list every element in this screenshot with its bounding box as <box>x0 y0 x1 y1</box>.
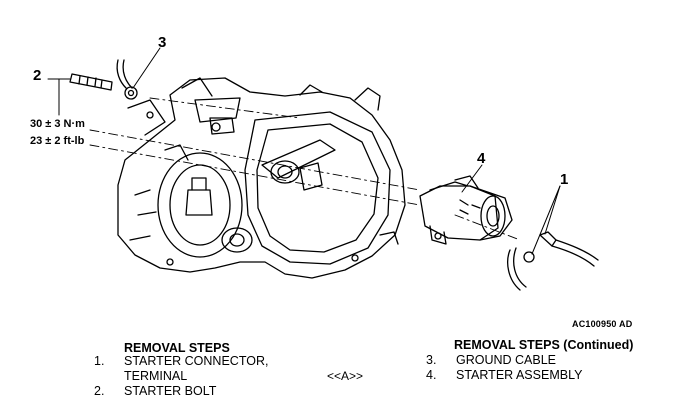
step-number: 4. <box>426 368 437 382</box>
step-text: STARTER CONNECTOR, <box>124 354 269 368</box>
step-number: 2. <box>94 384 105 398</box>
torque-imperial: 23 ± 2 ft-lb <box>30 135 85 147</box>
reference-mark: <<A>> <box>327 369 364 383</box>
starter-assembly-drawing <box>419 175 513 245</box>
callout-3: 3 <box>158 34 167 51</box>
torque-metric: 30 ± 3 N·m <box>30 118 85 130</box>
ground-cable-terminal <box>116 59 138 100</box>
transmission-starter-illustration <box>47 47 599 291</box>
callout-1: 1 <box>560 171 569 188</box>
step-text: GROUND CABLE <box>456 353 557 367</box>
torque-spec: 30 ± 3 N·m 23 ± 2 ft-lb <box>30 116 85 150</box>
step-text: STARTER ASSEMBLY <box>456 368 583 382</box>
step-number: 3. <box>426 353 437 367</box>
input-shaft <box>261 139 336 191</box>
step-number: 1. <box>94 354 105 368</box>
removal-steps-continued-heading: REMOVAL STEPS (Continued) <box>454 338 634 352</box>
removal-steps-heading: REMOVAL STEPS <box>124 341 230 355</box>
transmission-housing <box>117 77 406 279</box>
starter-connector-terminal <box>507 231 599 291</box>
alignment-lines <box>89 97 521 241</box>
leader-lines <box>47 47 561 255</box>
figure-id: AC100950 AD <box>572 319 633 329</box>
callout-2: 2 <box>33 67 42 84</box>
callout-4: 4 <box>477 150 486 167</box>
step-text: STARTER BOLT <box>124 384 217 398</box>
starter-bolt <box>69 73 113 91</box>
step-text-line2: TERMINAL <box>124 369 188 383</box>
